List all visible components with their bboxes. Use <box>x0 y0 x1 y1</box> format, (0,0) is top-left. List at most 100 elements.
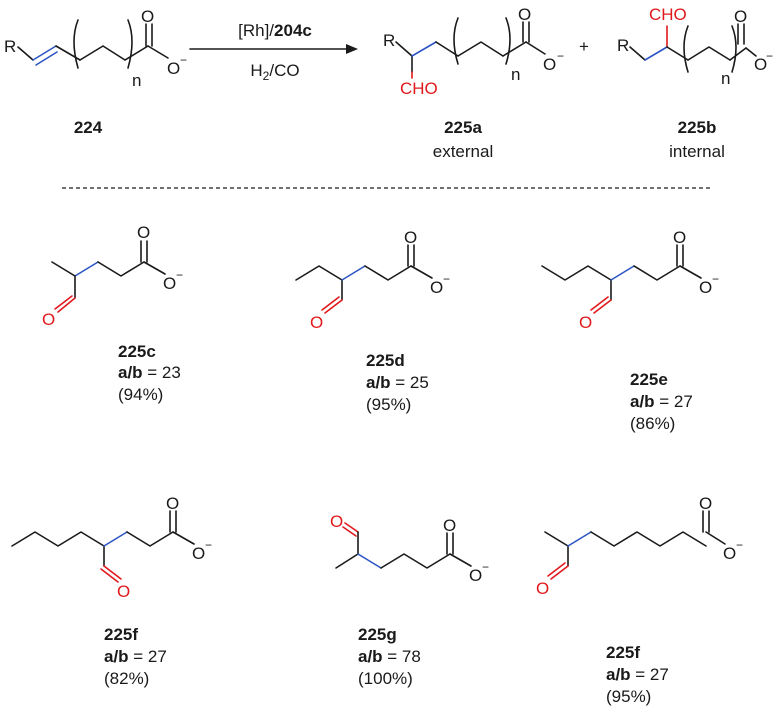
right-bracket <box>505 17 511 65</box>
plus-sign: + <box>579 37 589 56</box>
bond <box>435 41 459 57</box>
r-group-label: R <box>617 36 629 55</box>
carbonyl-oxygen: O <box>404 228 417 247</box>
repeat-n-label: n <box>721 69 730 88</box>
alkene-bond <box>32 45 57 61</box>
bond <box>525 41 546 55</box>
carboxylate-oxygen: O <box>754 55 767 74</box>
catalyst-label: [Rh]/204c <box>238 21 312 40</box>
new-cc-bond <box>103 531 128 547</box>
chain-bonds <box>126 531 174 547</box>
bond <box>395 41 413 57</box>
aldehyde-bond-second-line <box>100 568 119 583</box>
negative-charge: − <box>176 268 183 282</box>
bond <box>143 261 166 275</box>
carboxylate-oxygen: O <box>430 278 443 297</box>
bond <box>705 531 726 545</box>
example-yield: (86%) <box>630 414 675 433</box>
aldehyde-bond-second-line <box>321 296 340 311</box>
bond <box>55 45 81 61</box>
bond <box>172 531 195 545</box>
bond <box>124 45 149 61</box>
example-ratio: a/b = 27 <box>104 647 167 666</box>
bond <box>449 553 472 567</box>
bond <box>629 46 646 61</box>
example-ratio: a/b = 23 <box>118 363 181 382</box>
bond <box>335 553 359 569</box>
r-group-label: R <box>4 37 16 56</box>
example-yield: (95%) <box>366 395 411 414</box>
bond <box>502 41 527 57</box>
carboxylate-oxygen: O <box>699 278 712 297</box>
aldehyde-bond-second-line <box>342 526 357 537</box>
carbonyl-oxygen: O <box>443 516 456 535</box>
carbonyl-oxygen: O <box>166 494 179 513</box>
aldehyde-bond <box>593 299 612 314</box>
chain-bonds <box>590 531 707 547</box>
negative-charge: − <box>443 272 450 286</box>
example-yield: (95%) <box>606 687 651 706</box>
new-cc-bond <box>357 553 382 569</box>
structure-225e: O O O − <box>541 228 719 332</box>
bond <box>729 47 747 61</box>
example-yield: (94%) <box>118 385 163 404</box>
bond <box>51 261 76 277</box>
aldehyde-oxygen: O <box>117 582 130 601</box>
left-bracket <box>683 25 689 73</box>
example-id: 225d <box>366 351 405 370</box>
r-group-label: R <box>383 31 395 50</box>
new-cc-bond <box>74 261 99 277</box>
product-225a-type: external <box>433 142 493 161</box>
bond <box>410 265 433 279</box>
product-225b-structure: R CHO n O O − <box>617 5 773 88</box>
negative-charge: − <box>712 272 719 286</box>
carbonyl-oxygen: O <box>141 7 154 26</box>
bond <box>147 45 169 59</box>
reactant-224-structure: R n O O − <box>4 7 187 90</box>
example-ratio: a/b = 25 <box>366 373 429 392</box>
carboxylate-oxygen: O <box>723 544 736 563</box>
alkene-bond-second-line <box>35 51 58 66</box>
example-yield: (100%) <box>358 669 413 688</box>
chain-bonds <box>633 265 681 281</box>
product-225b-id: 225b <box>678 118 717 137</box>
new-cc-bond <box>411 41 437 57</box>
structure-225g: O O O − <box>330 512 489 585</box>
carboxylate-oxygen: O <box>192 544 205 563</box>
right-bracket <box>127 19 133 69</box>
carboxylate-oxygen: O <box>543 55 556 74</box>
negative-charge: − <box>766 49 773 63</box>
bond <box>544 531 569 547</box>
example-ratio: a/b = 27 <box>630 392 693 411</box>
new-cc-bond <box>567 531 592 547</box>
gas-label: H2/CO <box>250 61 299 83</box>
example-yield: (82%) <box>104 669 149 688</box>
chain-bonds <box>295 265 343 281</box>
aldehyde-group: CHO <box>400 79 438 98</box>
carbonyl-oxygen: O <box>699 494 712 513</box>
chain-bonds <box>79 45 126 61</box>
carboxylate-oxygen: O <box>469 566 482 585</box>
example-id: 225c <box>118 342 156 361</box>
carboxylate-oxygen: O <box>163 274 176 293</box>
aldehyde-oxygen: O <box>579 313 592 332</box>
left-bracket <box>453 17 459 65</box>
aldehyde-oxygen: O <box>310 313 323 332</box>
carbonyl-oxygen: O <box>137 223 150 242</box>
structure-225f-a: O O O − <box>11 494 212 601</box>
aldehyde-oxygen: O <box>42 310 55 329</box>
chain-bonds <box>380 553 451 569</box>
chain-bonds <box>541 265 612 281</box>
new-cc-bond <box>610 265 635 281</box>
aldehyde-bond <box>57 297 76 313</box>
chain-bonds <box>457 41 504 57</box>
structure-225f-b: O O O − <box>536 494 743 598</box>
right-bracket <box>731 25 737 73</box>
chain-bonds <box>364 265 412 281</box>
bond <box>679 265 702 279</box>
structure-225d: O O O − <box>295 228 450 332</box>
aldehyde-oxygen: O <box>330 512 343 531</box>
aldehyde-bond <box>324 299 343 314</box>
chain-bonds <box>97 261 145 277</box>
